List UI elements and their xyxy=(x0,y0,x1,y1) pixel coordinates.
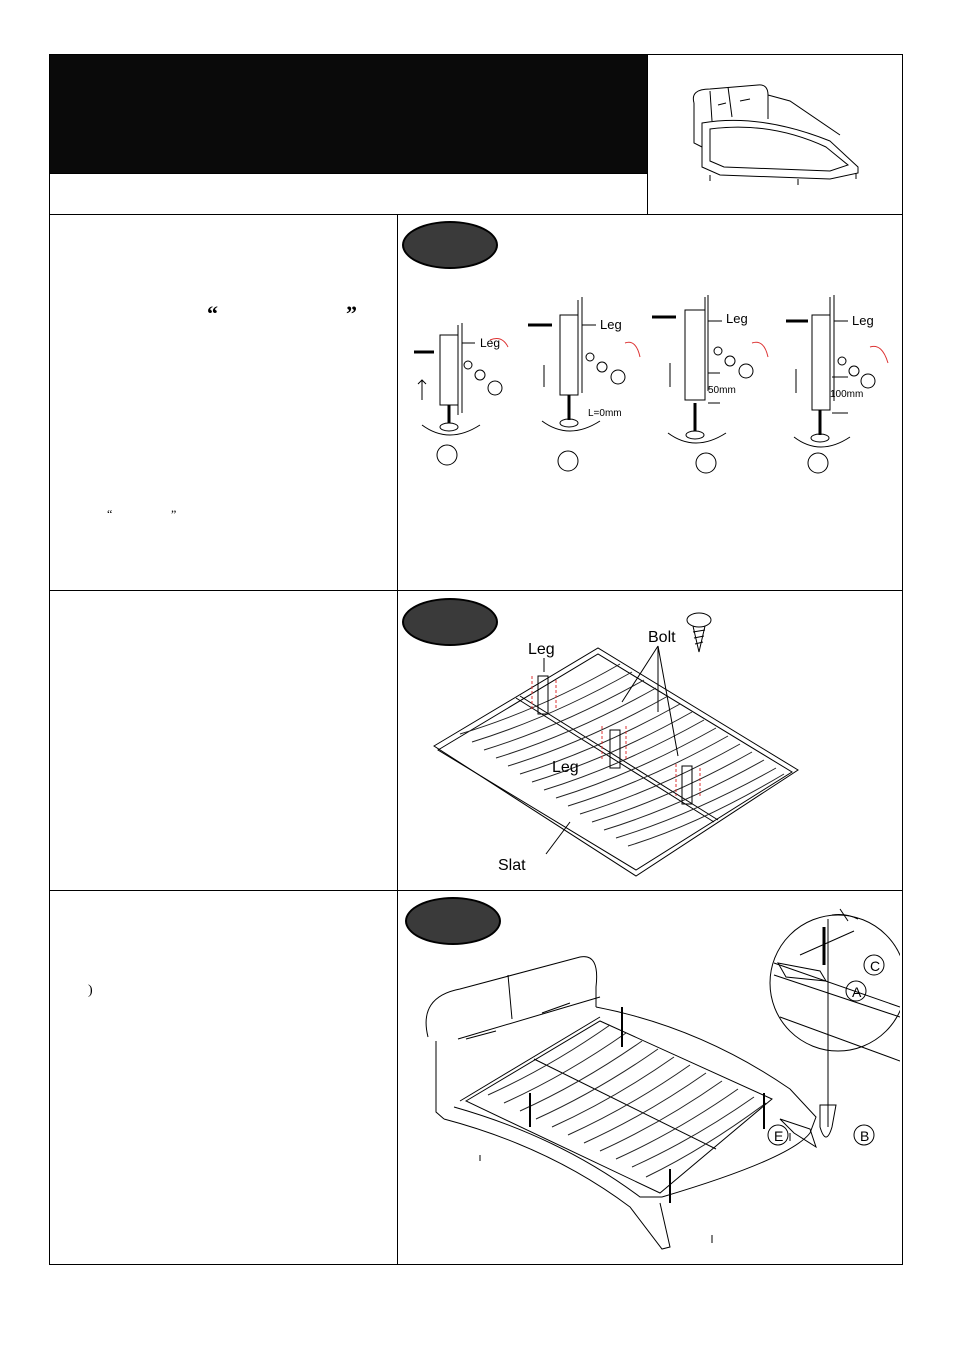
leg-adjustment-diagram: Leg Leg L=0mm xyxy=(414,295,889,474)
header-vertical-divider xyxy=(647,55,648,214)
quote-open-mark: “ xyxy=(207,301,218,326)
header-divider xyxy=(50,173,647,174)
leg-label-middle: Leg xyxy=(552,759,579,776)
callout-b: B xyxy=(860,1128,869,1144)
header-subtitle-row xyxy=(50,173,647,213)
slat-frame-diagram: Leg Leg Bolt Slat xyxy=(433,612,799,877)
bed-assembly-diagram: C A B E xyxy=(425,908,900,1250)
callout-a: A xyxy=(852,984,862,1000)
measurement-label-2: 50mm xyxy=(708,385,736,396)
leg-label-1: Leg xyxy=(480,336,500,350)
callout-c: C xyxy=(870,958,880,974)
bed-thumbnail-image xyxy=(692,84,859,185)
header-title-bar xyxy=(50,55,647,173)
step-badge-2 xyxy=(402,598,498,646)
instruction-sheet: “ ” “ ” ) Leg xyxy=(49,54,903,1265)
leg-figure-1 xyxy=(414,323,509,436)
leg-figure-3 xyxy=(652,295,769,444)
leg-figure-4 xyxy=(786,295,889,448)
leg-label-top: Leg xyxy=(528,641,555,658)
measurement-label-1: L=0mm xyxy=(588,408,622,419)
row-divider-2 xyxy=(50,590,902,591)
measurement-label-3: 100mm xyxy=(830,389,863,400)
leg-label-2: Leg xyxy=(600,317,622,332)
leg-figure-2 xyxy=(528,297,641,432)
bolt-label: Bolt xyxy=(648,629,676,646)
row-divider-1 xyxy=(50,214,902,215)
quote-open-mark-small: “ xyxy=(107,507,113,521)
quote-close-mark: ” xyxy=(346,301,357,326)
step-badge-1 xyxy=(402,221,498,269)
detail-magnifier xyxy=(769,914,900,1052)
leg-label-4: Leg xyxy=(852,313,874,328)
row-divider-3 xyxy=(50,890,902,891)
quote-close-mark-small: ” xyxy=(171,507,177,521)
leg-label-3: Leg xyxy=(726,311,748,326)
callout-e: E xyxy=(774,1128,783,1144)
bolt-icon xyxy=(686,612,712,653)
column-divider xyxy=(397,214,398,1264)
slat-label: Slat xyxy=(498,857,526,874)
step-badge-3 xyxy=(405,897,501,945)
closing-parenthesis: ) xyxy=(88,983,93,998)
